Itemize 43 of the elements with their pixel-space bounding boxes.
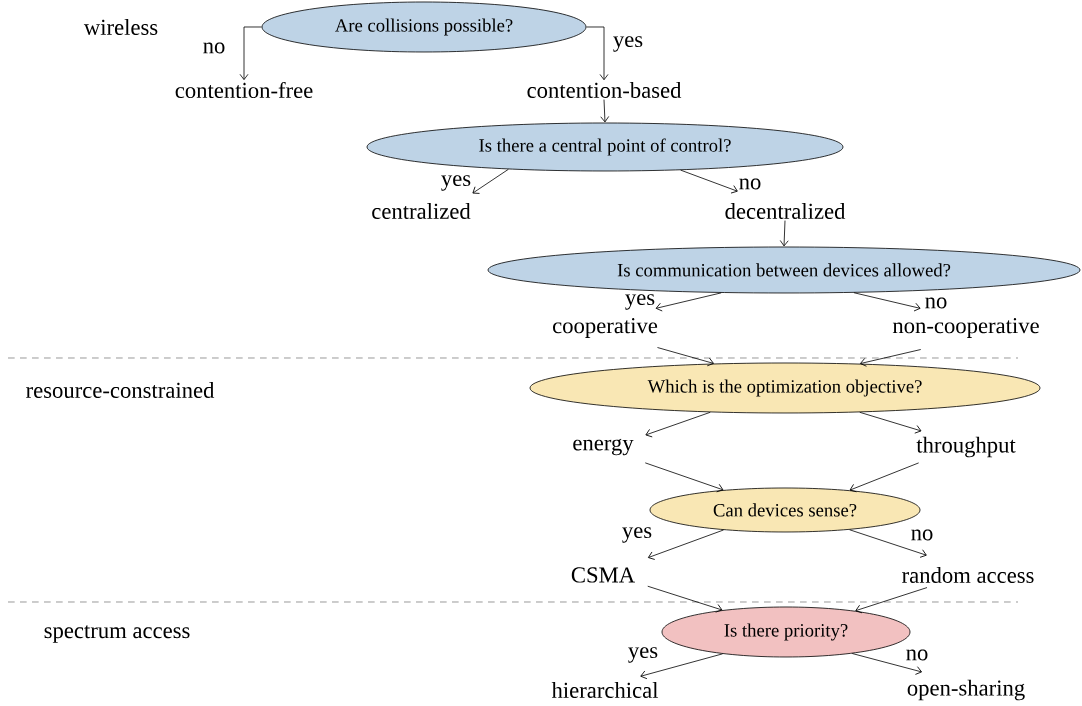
arrow [851,653,922,675]
arrow [859,411,922,434]
edge-label: no [925,297,947,309]
outcome-label: CSMA [571,567,635,583]
arrow [600,99,610,123]
outcome-label: cooperative [553,318,658,338]
section-label: wireless [83,19,158,35]
arrow [647,529,724,560]
arrow [853,292,921,312]
arrow [586,26,609,81]
arrow [472,168,509,194]
section-label: spectrum access [44,625,190,643]
arrow [860,349,922,367]
arrow [855,587,928,614]
edge-label: no [739,178,761,190]
outcome-label: throughput [916,436,1016,458]
arrow [645,411,711,438]
arrow [647,585,723,613]
outcome-label: hierarchical [551,682,659,698]
edge-label: yes [441,175,471,191]
edge-label: no [203,42,225,54]
outcome-label: open-sharing [907,679,1025,701]
arrow [657,347,714,367]
arrow [849,462,920,493]
arrow [239,26,262,81]
outcome-label: non-cooperative [892,318,1039,338]
outcome-label: centralized [372,203,471,219]
section-label: resource-constrained [26,382,215,398]
arrow [640,653,723,680]
edge-label: yes [628,647,658,663]
arrow [655,292,722,312]
arrow [849,529,927,558]
edge-label: yes [613,36,643,52]
outcome-label: contention-free [175,81,313,99]
arrow [644,462,724,493]
outcome-label: energy [573,438,634,456]
outcome-label: decentralized [725,203,846,219]
arrow [680,169,738,194]
arrow [779,220,789,247]
outcome-label: random access [902,567,1034,583]
edge-label: yes [625,294,655,310]
edge-label: yes [622,527,652,543]
outcome-label: contention-based [527,82,682,98]
